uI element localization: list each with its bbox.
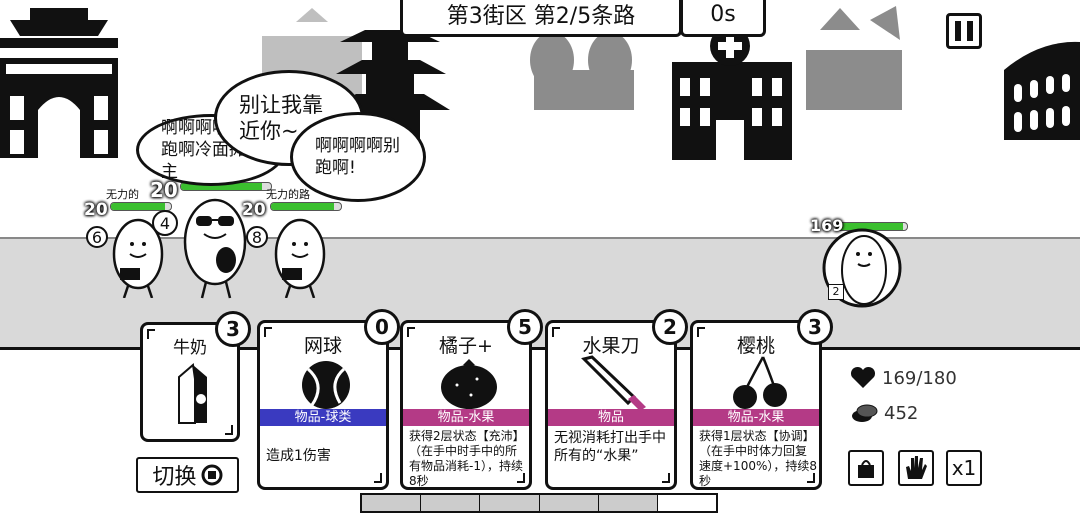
card-fruit-knife-cost: 2 (652, 309, 688, 345)
cherry-icon (733, 356, 787, 409)
switch-label: 切换 (152, 465, 197, 490)
card-tennis[interactable]: 网球 0 物品-球类 造成1伤害 (257, 309, 400, 490)
health-stat: 169/180 (850, 366, 957, 390)
enemy-1-label: 无力的 (106, 188, 139, 201)
timer: 0s (680, 0, 766, 37)
player-badge: 2 (828, 284, 844, 300)
card-cherry-tag: 物品-水果 (693, 409, 819, 426)
coins-value: 452 (884, 402, 919, 424)
player-sprite[interactable] (822, 228, 908, 312)
card-fruit-knife[interactable]: 水果刀 2 物品 无视消耗打出手中所有的“水果” (545, 309, 688, 490)
pause-icon (955, 21, 961, 41)
enemy-1-hp-bar (110, 202, 172, 211)
city-skyline (0, 6, 1080, 160)
player-hp: 169 (810, 216, 844, 235)
card-tennis-tag: 物品-球类 (260, 409, 386, 426)
enemy-3-hp-bar (270, 202, 342, 211)
switch-icon (201, 464, 222, 486)
tennis-ball-icon (302, 361, 350, 409)
player: 169 2 (808, 212, 918, 312)
card-milk-name: 牛奶 (173, 338, 207, 358)
tangerine-icon (441, 359, 497, 409)
enemy-1-hp-fill (111, 203, 165, 210)
hand-icon (906, 456, 927, 479)
coins-stat: 452 (850, 402, 918, 424)
card-tangerine-tag: 物品-水果 (403, 409, 529, 426)
enemy-1-count: 6 (86, 226, 108, 248)
pause-button[interactable] (946, 13, 982, 49)
player-hp-fill (837, 223, 903, 230)
card-milk-cost: 3 (215, 311, 251, 347)
enemy-3-hp-fill (271, 203, 334, 210)
card-tennis-cost: 0 (364, 309, 400, 345)
card-cherry-cost: 3 (797, 309, 833, 345)
card-cherry-desc: 获得1层状态【协调】（在手中时体力回复速度+100%），持续8秒 (699, 429, 817, 488)
speed-button[interactable]: x1 (946, 450, 982, 486)
card-tennis-desc: 造成1伤害 (266, 448, 331, 464)
card-cherry[interactable]: 樱桃 3 物品-水果 获得1层状态【协调】（在手中时体力回复速度+100%），持… (690, 309, 833, 490)
wave-progress-bar (360, 493, 718, 513)
card-fruit-knife-name: 水果刀 (582, 335, 640, 357)
card-tangerine-name: 橘子+ (439, 335, 493, 357)
speech-bubble-2-text: 别让我靠近你~ (239, 93, 323, 143)
enemy-2-hp-fill (181, 183, 262, 190)
enemy-1-hp: 20 (84, 200, 108, 220)
card-tennis-name: 网球 (303, 335, 342, 357)
enemy-3-count: 8 (246, 226, 268, 248)
enemy-group: 无力的 20 6 20 4 无力的路 20 8 (80, 178, 380, 300)
health-value: 169/180 (882, 367, 957, 389)
enemy-2-hp: 20 (150, 178, 178, 202)
card-tangerine[interactable]: 橘子+ 5 物品-水果 获得2层状态【充沛】（在手中时手中的所有物品消耗-1），… (400, 309, 543, 490)
stage-label: 第3街区 第2/5条路 (400, 0, 682, 37)
switch-button[interactable]: 切换 (136, 457, 239, 493)
fruit-knife-icon (581, 355, 646, 411)
bag-button[interactable] (848, 450, 884, 486)
enemy-3-hp: 20 (242, 200, 266, 220)
bag-icon (858, 460, 874, 478)
card-tangerine-desc: 获得2层状态【充沛】（在手中时手中的所有物品消耗-1），持续8秒 (409, 429, 525, 488)
enemy-3-label: 无力的路 (266, 188, 310, 201)
card-cherry-name: 樱桃 (736, 335, 775, 357)
hand-button[interactable] (898, 450, 934, 486)
enemy-1-sprite[interactable] (110, 212, 166, 298)
card-milk[interactable]: 牛奶 3 (140, 311, 251, 442)
card-fruit-knife-desc: 无视消耗打出手中所有的“水果” (554, 430, 666, 464)
speech-bubble-3-text: 啊啊啊啊别跑啊! (315, 136, 400, 178)
heart-icon (850, 366, 876, 388)
enemy-2-sprite[interactable] (182, 192, 248, 300)
card-fruit-knife-tag: 物品 (548, 409, 674, 426)
card-tangerine-cost: 5 (507, 309, 543, 345)
milk-carton-icon (178, 363, 207, 424)
enemy-2-count: 4 (152, 210, 178, 236)
coins-icon (852, 404, 878, 422)
speech-bubble-3: 啊啊啊啊别跑啊! (290, 112, 426, 202)
enemy-3-sprite[interactable] (272, 212, 328, 298)
